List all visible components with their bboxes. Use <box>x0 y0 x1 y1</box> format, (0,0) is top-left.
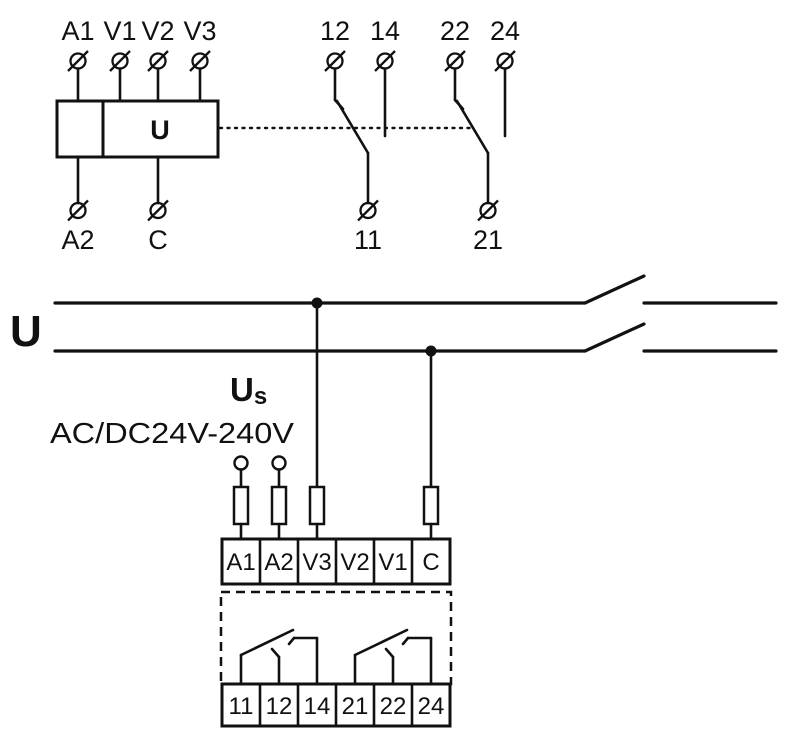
cell-label: 21 <box>342 693 369 720</box>
device-body <box>55 99 220 159</box>
cell-label: A1 <box>226 549 255 576</box>
monitored-supply-section: U <box>10 274 778 357</box>
cell-label: A2 <box>264 549 293 576</box>
disconnect-blade-top <box>583 274 646 305</box>
fuse-icon <box>422 485 440 526</box>
cell-label: 12 <box>266 693 293 720</box>
voltage-range-label: AC/DC24V-240V <box>50 418 295 450</box>
terminal-label-a1: A1 <box>61 16 94 46</box>
cell-label: V1 <box>378 549 407 576</box>
terminal-label-v3: V3 <box>183 16 216 46</box>
terminal-label-a2: A2 <box>61 225 94 255</box>
contact-blade-1 <box>239 628 295 657</box>
contact-hook-22 <box>384 647 395 659</box>
cell-label: 24 <box>418 693 445 720</box>
cell-label: V2 <box>340 549 369 576</box>
cell-label: 11 <box>229 693 254 720</box>
contact-tick-14 <box>287 636 296 646</box>
relay-symbol-section: A1 V1 V2 V3 12 14 22 24 U A2 C <box>55 16 520 255</box>
terminal-label-v1: V1 <box>103 16 136 46</box>
terminal-icon <box>67 199 89 222</box>
terminal-label-c: C <box>148 225 168 255</box>
contact-blade-1 <box>335 99 370 155</box>
cell-label: 22 <box>380 693 407 720</box>
cell-label: 14 <box>304 693 331 720</box>
supply-point-icon <box>271 455 287 471</box>
block-contact-1 <box>239 628 319 686</box>
fuse-icon <box>270 485 288 526</box>
terminal-label-11: 11 <box>354 225 382 255</box>
us-label: Us <box>230 371 267 410</box>
block-contact-2 <box>353 628 433 686</box>
supply-point-icon <box>233 455 249 471</box>
fuse-icon <box>232 485 250 526</box>
terminal-block-section: A1 A2 V3 V2 V1 C <box>219 537 453 728</box>
terminal-label-22: 22 <box>440 16 470 46</box>
fuse-icon <box>308 485 326 526</box>
contact-tick-24 <box>401 636 410 646</box>
contact-blade-2 <box>353 628 409 657</box>
terminal-label-14: 14 <box>370 16 400 46</box>
terminal-icon <box>477 199 499 222</box>
terminal-label-21: 21 <box>473 225 503 255</box>
cell-label: C <box>422 549 439 576</box>
terminal-label-12: 12 <box>320 16 350 46</box>
device-unit-label: U <box>150 115 170 145</box>
aux-supply-section: Us AC/DC24V-240V <box>50 301 440 541</box>
cell-label: V3 <box>302 549 331 576</box>
terminal-icon <box>357 199 379 222</box>
terminal-icon <box>147 199 169 222</box>
changeover-contact-2: 21 <box>453 67 507 255</box>
contact-hook-12 <box>270 647 281 659</box>
supply-u-label: U <box>10 307 42 356</box>
terminal-label-v2: V2 <box>141 16 174 46</box>
changeover-contact-1: 11 <box>333 67 387 255</box>
terminal-label-24: 24 <box>490 16 520 46</box>
disconnect-blade-bottom <box>583 322 646 353</box>
contact-blade-2 <box>455 99 490 155</box>
